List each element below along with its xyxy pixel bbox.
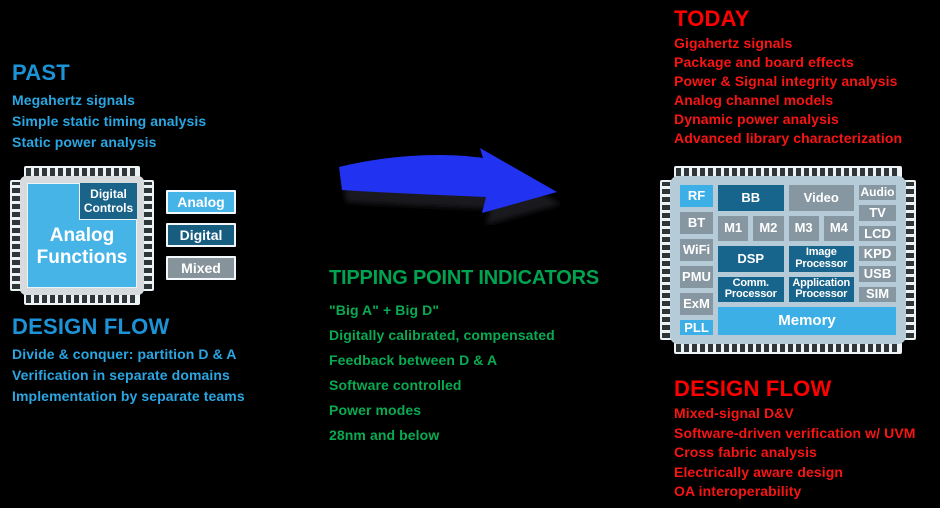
soc-block-audio: Audio (859, 185, 896, 201)
soc-block-m2: M2 (753, 215, 784, 241)
design-flow-past-title: DESIGN FLOW (12, 314, 170, 339)
design-flow-today-title: DESIGN FLOW (674, 376, 832, 401)
digital-controls-block: Digital Controls (79, 183, 137, 220)
soc-right-column: Audio TV LCD KPD USB SIM (859, 185, 896, 302)
tipping-item: "Big A" + Big D" (329, 302, 440, 318)
soc-block-memory: Memory (718, 307, 896, 335)
chip-package: Analog Functions Digital Controls (20, 176, 144, 295)
tipping-section: TIPPING POINT INDICATORS "Big A" + Big D… (329, 265, 599, 448)
design-flow-today-item: Software-driven verification w/ UVM (674, 424, 916, 441)
today-item: Dynamic power analysis (674, 111, 839, 127)
tipping-item: Feedback between D & A (329, 352, 498, 368)
today-item: Analog channel models (674, 92, 834, 108)
soc-block-exm: ExM (680, 293, 713, 315)
soc-block-rf: RF (680, 185, 713, 207)
today-item: Power & Signal integrity analysis (674, 73, 898, 89)
past-item: Megahertz signals (12, 92, 136, 108)
soc-block-wifi: WiFi (680, 239, 713, 261)
soc-block-pll: PLL (680, 320, 713, 335)
past-item: Static power analysis (12, 134, 157, 150)
design-flow-today-item: Mixed-signal D&V (674, 405, 794, 421)
legend-analog: Analog (166, 190, 236, 214)
soc-block-bt: BT (680, 212, 713, 234)
soc-left-column: RF BT WiFi PMU ExM PLL (680, 185, 713, 335)
design-flow-past-item: Implementation by separate teams (12, 388, 245, 404)
transition-arrow (333, 143, 571, 225)
soc-block-image-processor: Image Processor (788, 246, 854, 272)
design-flow-past-section: DESIGN FLOW Divide & conquer: partition … (12, 314, 245, 407)
soc-block-pmu: PMU (680, 266, 713, 288)
analog-die: Analog Functions Digital Controls (27, 183, 137, 288)
soc-block-bb: BB (718, 185, 784, 211)
legend-mixed: Mixed (166, 256, 236, 280)
design-flow-past-item: Verification in separate domains (12, 367, 230, 383)
soc-block-m3: M3 (788, 215, 819, 241)
past-item: Simple static timing analysis (12, 113, 207, 129)
tipping-item: Digitally calibrated, compensated (329, 327, 555, 343)
transition-arrow-icon (339, 148, 561, 225)
soc-block-application-processor: Application Processor (788, 276, 854, 302)
soc-block-sim: SIM (859, 286, 896, 302)
today-item: Advanced library characterization (674, 130, 903, 146)
soc-middle-grid: BB Video M1 M2 M3 M4 DSP Ima (718, 185, 854, 302)
soc-block-tv: TV (859, 205, 896, 221)
today-item: Package and board effects (674, 54, 854, 70)
analog-chip: Analog Functions Digital Controls (10, 166, 154, 305)
tipping-item: Power modes (329, 402, 422, 418)
design-flow-past-item: Divide & conquer: partition D & A (12, 346, 237, 362)
past-section: PAST Megahertz signals Simple static tim… (12, 60, 206, 153)
soc-block-m1: M1 (718, 215, 749, 241)
design-flow-today-item: OA interoperability (674, 483, 802, 499)
soc-block-usb: USB (859, 266, 896, 282)
design-flow-today-item: Cross fabric analysis (674, 444, 817, 460)
soc-block-dsp: DSP (718, 246, 784, 272)
soc-chip: RF BT WiFi PMU ExM PLL BB Video (660, 166, 916, 354)
today-title: TODAY (674, 6, 750, 31)
tipping-item: Software controlled (329, 377, 462, 393)
soc-block-comm-processor: Comm. Processor (718, 276, 784, 302)
legend: Analog Digital Mixed (166, 190, 236, 280)
analog-die-label: Analog Functions (36, 224, 128, 268)
legend-digital: Digital (166, 223, 236, 247)
past-title: PAST (12, 60, 70, 85)
soc-block-video: Video (788, 185, 854, 211)
today-section: TODAY Gigahertz signals Package and boar… (674, 6, 902, 148)
soc-block-lcd: LCD (859, 225, 896, 241)
soc-block-kpd: KPD (859, 245, 896, 262)
today-item: Gigahertz signals (674, 35, 793, 51)
soc-block-m4: M4 (823, 215, 854, 241)
chip-package: RF BT WiFi PMU ExM PLL BB Video (670, 176, 906, 344)
tipping-item: 28nm and below (329, 427, 440, 443)
design-flow-today-item: Electrically aware design (674, 463, 844, 480)
design-flow-today-section: DESIGN FLOW Mixed-signal D&V Software-dr… (674, 376, 916, 502)
tipping-title: TIPPING POINT INDICATORS (329, 267, 600, 289)
